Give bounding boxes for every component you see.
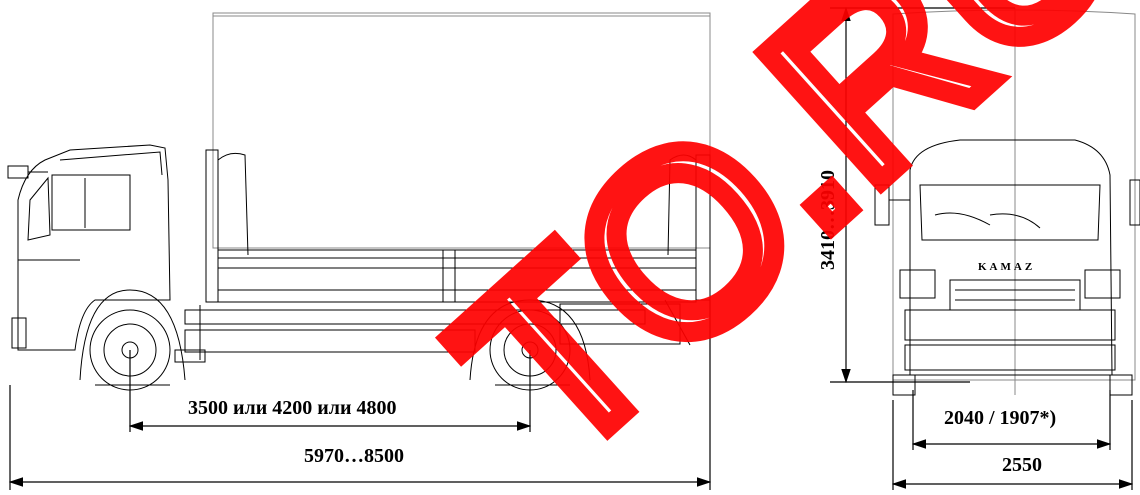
kamaz-badge: KAMAZ: [978, 261, 1035, 273]
track-label: 2040 / 1907*): [944, 407, 1056, 429]
wheelbase-label: 3500 или 4200 или 4800: [188, 397, 397, 419]
height-label: 3410…3910: [817, 170, 839, 270]
front-wheels: [892, 374, 1133, 396]
overall-length-label: 5970…8500: [304, 445, 404, 467]
front-view: KAMAZ: [874, 8, 1140, 396]
side-view: [7, 12, 711, 391]
side-dimension-lines: [8, 300, 712, 490]
front-dimension-lines: [830, 6, 1134, 490]
cab: [7, 144, 171, 351]
cargo-tarp: [212, 12, 711, 249]
chassis-frame: [174, 299, 691, 363]
front-tarp: [892, 8, 1136, 395]
front-cab: [874, 139, 1140, 376]
overall-width-label: 2550: [1002, 454, 1042, 476]
flatbed: [205, 149, 711, 303]
front-wheel: [79, 289, 186, 391]
